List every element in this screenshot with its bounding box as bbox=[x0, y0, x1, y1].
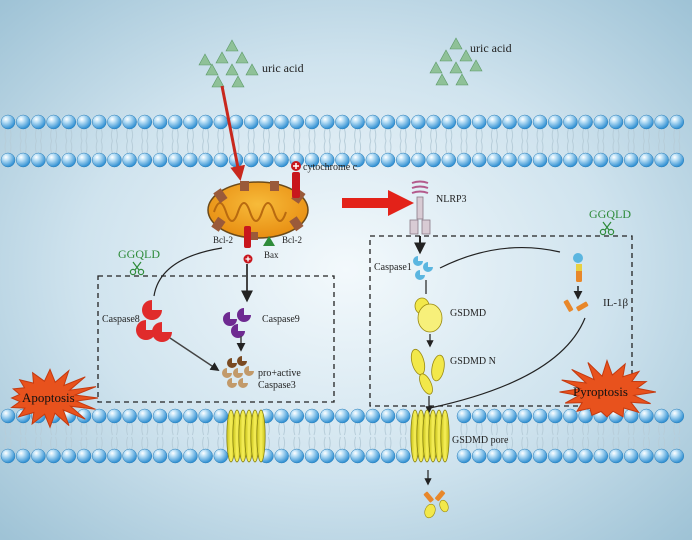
apoptosis-label: Apoptosis bbox=[22, 390, 75, 405]
caspase3-cluster bbox=[222, 356, 254, 388]
il1b-fragments-icon bbox=[563, 299, 589, 312]
caspase3-label-line1: pro+active bbox=[258, 368, 301, 379]
il1b-label: IL-1β bbox=[603, 297, 629, 309]
cell-membrane-top bbox=[0, 114, 685, 168]
uric-acid-cluster-right bbox=[429, 37, 483, 86]
ggqld-label-left: GGQLD bbox=[118, 247, 160, 261]
caspase9-cluster bbox=[223, 308, 251, 338]
caspase1-to-il1b-line bbox=[439, 246, 561, 269]
ggqld-label-right: GGQLD bbox=[589, 207, 631, 221]
caspase8-cluster bbox=[136, 300, 172, 342]
uric-acid-label-right: uric acid bbox=[470, 41, 512, 55]
caspase1-label: Caspase1 bbox=[374, 262, 412, 273]
scissors-icon-right bbox=[599, 221, 615, 236]
bcl2-channel-left bbox=[244, 226, 251, 248]
gsdmd-pore-label: GSDMD pore bbox=[452, 435, 509, 446]
nlrp3-receptor bbox=[409, 180, 431, 235]
membrane-pore-left bbox=[226, 409, 266, 463]
gsdmd-n-label: GSDMD N bbox=[450, 356, 496, 367]
uric-acid-entry-arrow bbox=[220, 85, 246, 181]
pyroptosis-label: Pyroptosis bbox=[573, 384, 628, 399]
gsdmd-icon bbox=[414, 297, 443, 333]
pyroptosis-pathway-box bbox=[369, 235, 633, 407]
apoptosis-burst bbox=[10, 368, 99, 429]
released-cytochrome-plus-icon bbox=[243, 254, 253, 264]
nlrp3-label: NLRP3 bbox=[436, 194, 467, 205]
cytochrome-c-label: cytochrome c bbox=[303, 162, 358, 173]
bcl2-label-right: Bcl-2 bbox=[282, 235, 302, 245]
caspase1-cluster bbox=[413, 256, 433, 280]
gsdmd-label: GSDMD bbox=[450, 308, 486, 319]
scissors-icon-left bbox=[129, 261, 145, 276]
pyroptosis-burst bbox=[559, 359, 656, 418]
released-il1b-gsdmd bbox=[423, 490, 449, 519]
caspase8-to-caspase3-arrow bbox=[169, 337, 220, 371]
cytochrome-c-plus-icon bbox=[291, 161, 301, 171]
mito-to-nlrp3-arrow bbox=[342, 190, 414, 216]
apoptosis-pathway-box bbox=[97, 275, 335, 403]
bax-label: Bax bbox=[264, 250, 279, 260]
pro-il1b-icon bbox=[573, 253, 583, 282]
gsdmd-pore bbox=[410, 409, 450, 463]
uric-acid-label-left: uric acid bbox=[262, 61, 304, 75]
mitochondrion bbox=[207, 181, 309, 240]
caspase9-label: Caspase9 bbox=[262, 314, 300, 325]
bcl2-to-caspase8-line bbox=[153, 247, 223, 297]
gsdmd-n-fragments bbox=[410, 348, 445, 395]
il1b-to-pore-line bbox=[429, 317, 586, 409]
uric-acid-cluster-left bbox=[198, 39, 259, 88]
bax-triangle-icon bbox=[263, 236, 275, 246]
caspase3-label-line2: Caspase3 bbox=[258, 380, 296, 391]
cytochrome-c-channel bbox=[292, 172, 300, 198]
caspase8-label: Caspase8 bbox=[102, 314, 140, 325]
bcl2-label-left: Bcl-2 bbox=[213, 235, 233, 245]
